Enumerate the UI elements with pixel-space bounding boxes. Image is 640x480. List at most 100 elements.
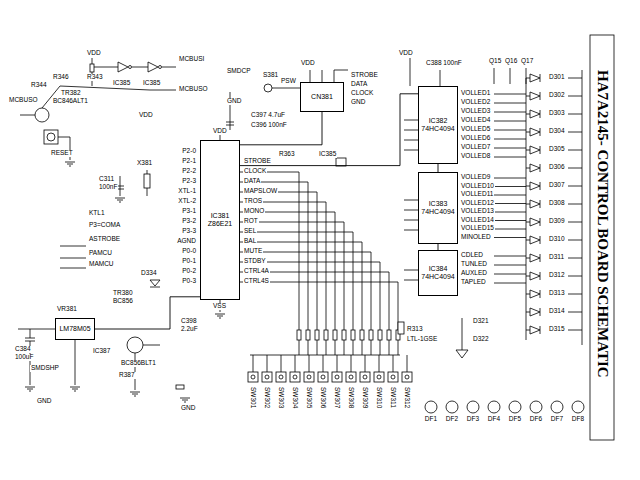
resistor-symbol bbox=[387, 330, 391, 340]
transistor-symbol bbox=[127, 337, 143, 353]
inverter-bubble bbox=[129, 66, 132, 69]
signal-label: DF2 bbox=[445, 416, 459, 423]
signal-label: P3=COMA bbox=[88, 222, 121, 229]
wire bbox=[568, 114, 582, 115]
wire bbox=[404, 230, 418, 231]
signal-label: SW304 bbox=[292, 386, 299, 409]
wire bbox=[351, 355, 352, 372]
part-label: IC384 bbox=[429, 265, 448, 273]
wire bbox=[362, 340, 363, 355]
transistor-symbol bbox=[35, 108, 49, 122]
wire bbox=[494, 195, 526, 196]
signal-label: VOLLED2 bbox=[460, 99, 491, 106]
signal-label: D313 bbox=[548, 290, 566, 297]
signal-label: D302 bbox=[548, 92, 566, 99]
wire bbox=[404, 210, 418, 211]
wire bbox=[568, 240, 582, 241]
wire bbox=[494, 112, 526, 113]
resistor-symbol bbox=[90, 64, 94, 72]
fixing-hole bbox=[530, 401, 542, 413]
switch-symbol bbox=[293, 375, 297, 379]
ground-symbol bbox=[72, 389, 78, 390]
signal-label: VOLLED7 bbox=[460, 144, 491, 151]
diode-symbol bbox=[150, 280, 160, 286]
switch-symbol bbox=[346, 372, 356, 382]
signal-label: D311 bbox=[548, 254, 565, 261]
resistor-symbol bbox=[333, 330, 337, 340]
chip-box: IC38274HC4094 bbox=[418, 86, 458, 164]
wire bbox=[42, 86, 60, 108]
wire bbox=[75, 340, 76, 385]
part-label: LM78M05 bbox=[59, 325, 90, 333]
led-symbol bbox=[540, 272, 541, 280]
wire bbox=[323, 355, 324, 372]
signal-label: SW307 bbox=[334, 386, 341, 409]
wire bbox=[281, 355, 282, 372]
wire bbox=[162, 67, 176, 68]
signal-label: P2-2 bbox=[181, 168, 197, 175]
signal-label: BAL bbox=[243, 238, 257, 245]
wire bbox=[526, 150, 530, 151]
wire bbox=[404, 270, 418, 271]
ground-symbol bbox=[117, 200, 123, 201]
wire bbox=[494, 130, 526, 131]
wire bbox=[462, 318, 463, 350]
wire bbox=[568, 168, 582, 169]
signal-label: D307 bbox=[548, 182, 566, 189]
resistor-symbol bbox=[369, 330, 373, 340]
signal-label: C311 bbox=[98, 176, 115, 183]
wire bbox=[568, 222, 582, 223]
switch-symbol bbox=[304, 372, 314, 382]
wire bbox=[407, 355, 408, 372]
switch-symbol bbox=[402, 372, 412, 382]
led-symbol bbox=[456, 350, 468, 358]
signal-label: D334 bbox=[140, 270, 158, 277]
signal-label: VOLLED14 bbox=[460, 217, 495, 224]
wire bbox=[494, 220, 526, 221]
wire bbox=[353, 340, 354, 355]
ground-symbol bbox=[219, 318, 221, 319]
signal-label: VDD bbox=[86, 50, 102, 57]
signal-label: X381 bbox=[136, 160, 153, 167]
bus-wire bbox=[250, 355, 400, 356]
ground-symbol bbox=[25, 387, 35, 388]
wire bbox=[404, 200, 418, 201]
signal-label: C396 100nF bbox=[250, 122, 288, 129]
part-label: CN381 bbox=[311, 93, 333, 101]
signal-label: VDD bbox=[212, 128, 228, 135]
switch-symbol bbox=[391, 375, 395, 379]
wire bbox=[147, 188, 148, 196]
signal-label: TUNLED bbox=[460, 261, 488, 268]
ground-symbol bbox=[215, 314, 225, 315]
ground-symbol bbox=[27, 389, 33, 390]
resistor-symbol bbox=[378, 330, 382, 340]
signal-label: VDD bbox=[138, 112, 154, 119]
wire bbox=[494, 121, 526, 122]
signal-wire bbox=[438, 164, 439, 172]
signal-label: CDLED bbox=[460, 252, 484, 259]
signal-label: SMDSHP bbox=[30, 365, 60, 372]
signal-label: DF1 bbox=[424, 416, 438, 423]
switch-symbol bbox=[377, 375, 381, 379]
signal-label: Q17 bbox=[520, 58, 534, 65]
signal-label: VOLLED10 bbox=[460, 183, 495, 190]
signal-label: D310 bbox=[548, 236, 566, 243]
wire bbox=[380, 340, 381, 355]
signal-label: MAPSLOW bbox=[243, 188, 278, 195]
wire bbox=[267, 355, 268, 372]
signal-label: P0-2 bbox=[181, 268, 197, 275]
wire bbox=[568, 186, 582, 187]
led-symbol bbox=[540, 236, 541, 244]
wire bbox=[494, 103, 526, 104]
signal-label: SW311 bbox=[390, 386, 397, 409]
part-label: 74HC4094 bbox=[421, 273, 454, 281]
ground-symbol bbox=[29, 391, 31, 392]
signal-label: R343 bbox=[86, 74, 104, 81]
wire bbox=[494, 283, 526, 284]
wire bbox=[526, 312, 530, 313]
led-symbol bbox=[540, 218, 541, 226]
wire bbox=[494, 148, 526, 149]
signal-label: VOLLED4 bbox=[460, 117, 491, 124]
push-button-symbol bbox=[44, 130, 58, 144]
ground-symbol bbox=[70, 387, 80, 388]
